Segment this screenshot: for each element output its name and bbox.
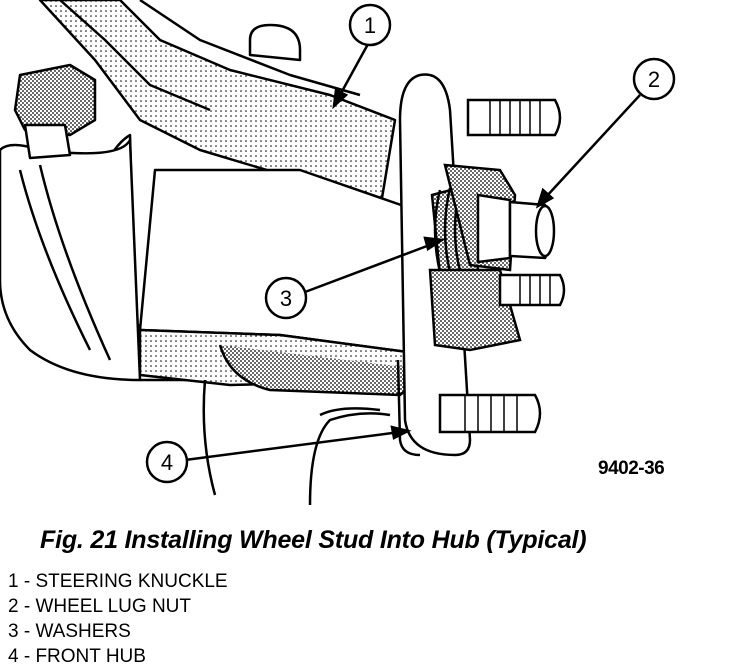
wheel-hub-illustration: 1 2 3 4 [0,0,676,505]
figure-image-code: 9402-36 [598,458,665,479]
legend-item: 4 - FRONT HUB [8,646,146,667]
wheel-studs-drawing [438,98,566,434]
callout-3: 3 [264,276,308,320]
callout-2: 2 [632,57,676,101]
legend-item: 2 - WHEEL LUG NUT [8,596,191,617]
callout-4: 4 [145,440,189,484]
callout-1: 1 [348,3,392,47]
legend-item: 1 - STEERING KNUCKLE [8,571,228,592]
callout-leaders [184,43,641,462]
callout-2-label: 2 [648,67,660,92]
callout-4-label: 4 [161,450,173,475]
steering-knuckle-drawing [0,0,432,505]
figure-caption: Fig. 21 Installing Wheel Stud Into Hub (… [40,526,587,554]
parts-legend: 1 - STEERING KNUCKLE 2 - WHEEL LUG NUT 3… [8,569,228,669]
callout-1-label: 1 [364,13,376,38]
legend-item: 3 - WASHERS [8,621,131,642]
callout-3-label: 3 [280,286,292,311]
